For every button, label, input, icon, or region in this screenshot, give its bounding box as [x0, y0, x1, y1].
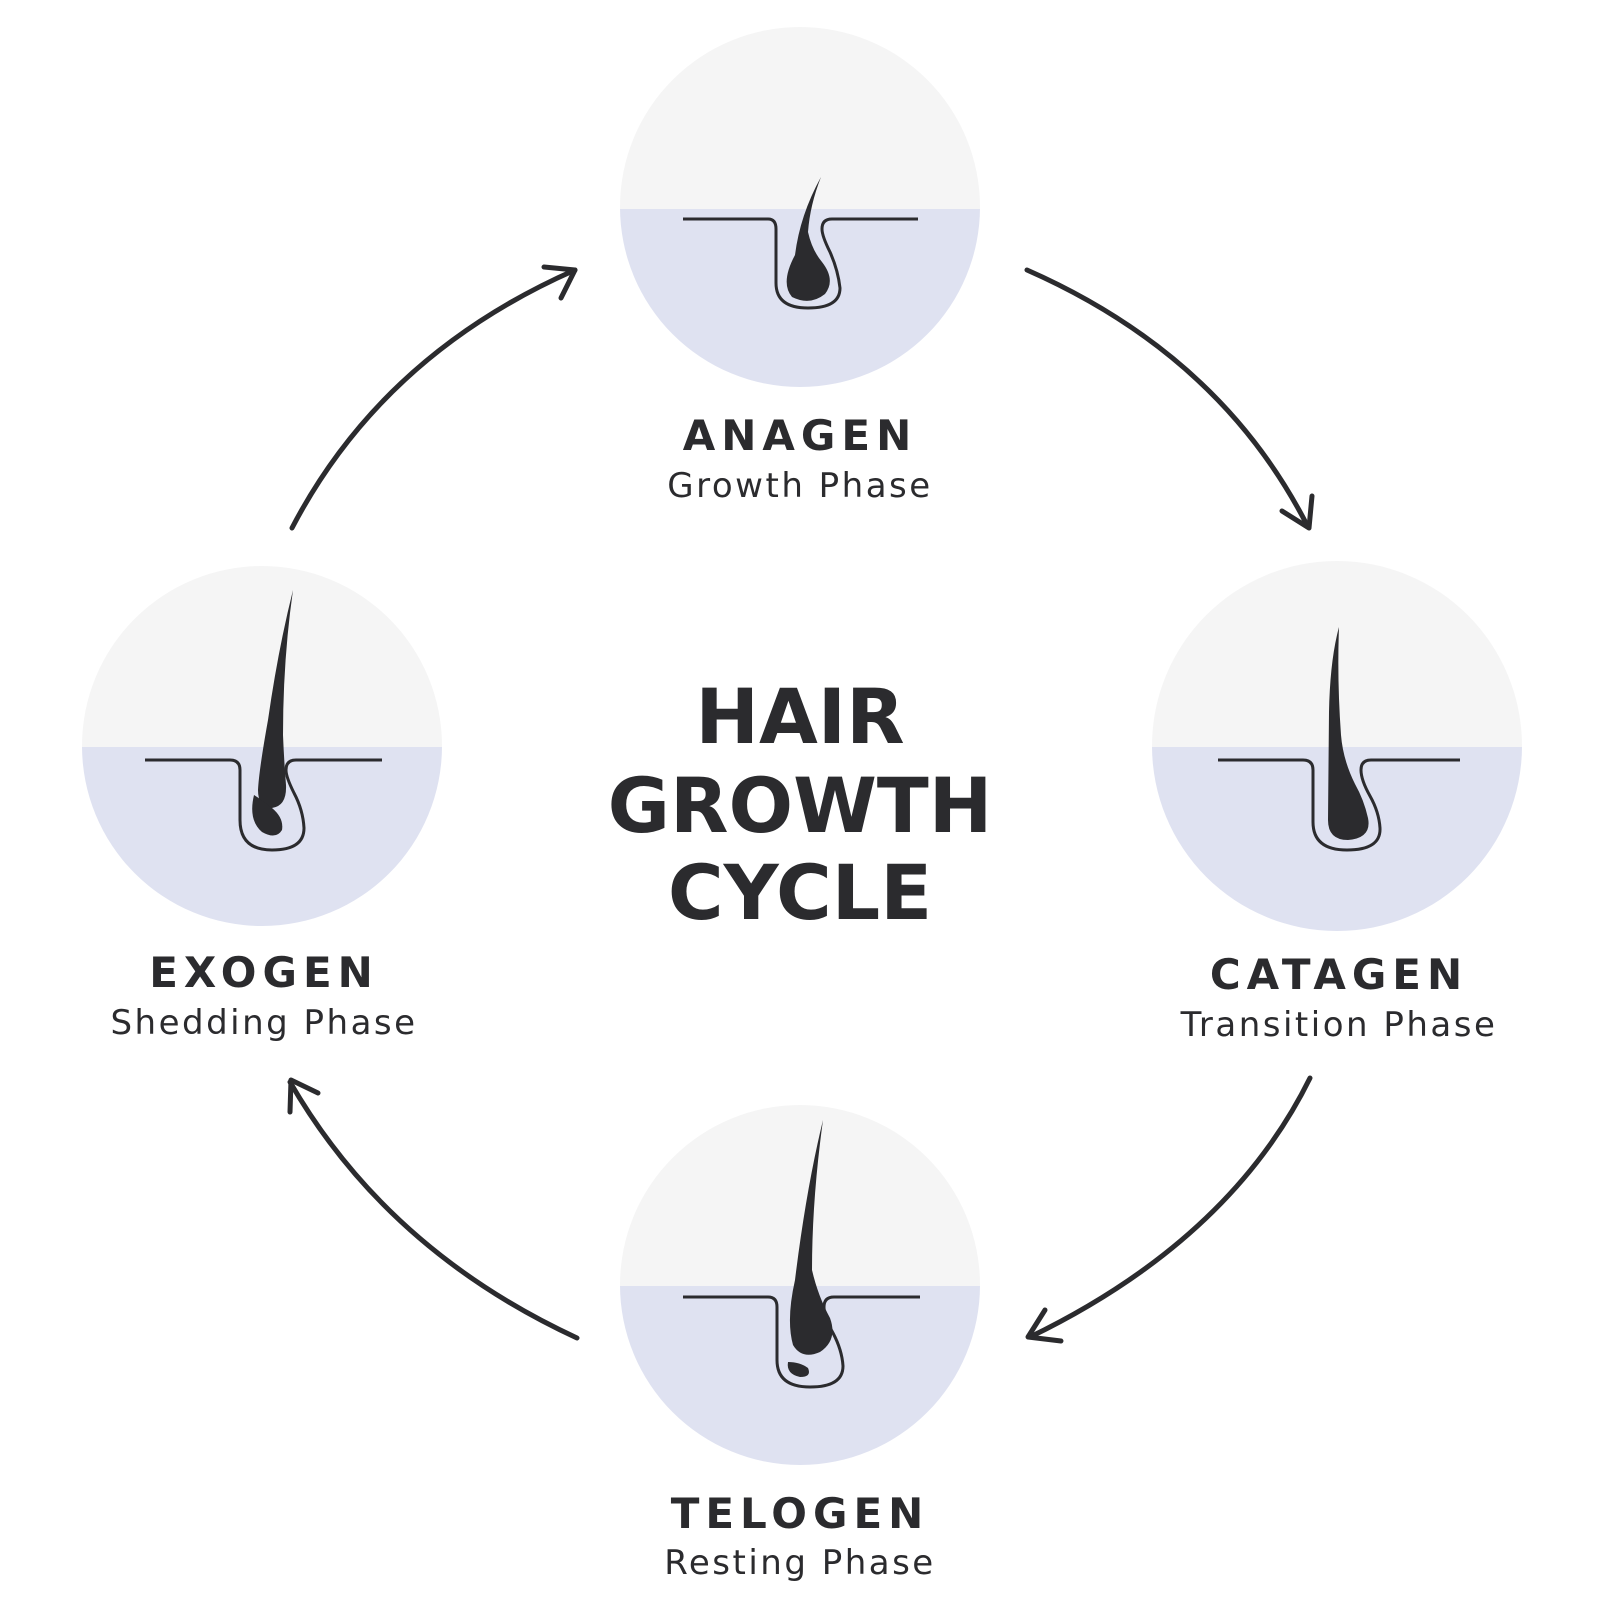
title-line-cycle: CYCLE [668, 848, 932, 937]
arrow-telogen-to-exogen [287, 1077, 580, 1341]
exogen-circle [82, 566, 442, 926]
phase-description-catagen: Transition Phase [1180, 1005, 1498, 1045]
title-line-growth: GROWTH [608, 761, 993, 850]
phase-telogen: TELOGEN Resting Phase [620, 1105, 980, 1583]
diagram-title: HAIR GROWTH CYCLE [608, 672, 993, 937]
phase-catagen: CATAGEN Transition Phase [1152, 561, 1522, 1045]
phase-description-anagen: Growth Phase [667, 466, 932, 506]
phase-description-telogen: Resting Phase [664, 1543, 935, 1583]
anagen-circle [620, 27, 980, 387]
phase-description-exogen: Shedding Phase [110, 1003, 417, 1043]
title-line-hair: HAIR [695, 672, 904, 761]
phase-name-catagen: CATAGEN [1210, 950, 1468, 999]
arrow-catagen-to-telogen [1025, 1075, 1313, 1344]
hair-follicle-anagen-icon [683, 177, 918, 310]
hair-follicle-exogen-icon [145, 590, 382, 852]
arrow-anagen-to-catagen [1024, 267, 1315, 531]
hair-follicle-telogen-icon [683, 1120, 920, 1389]
phase-anagen: ANAGEN Growth Phase [620, 27, 980, 506]
phase-exogen: EXOGEN Shedding Phase [82, 566, 442, 1043]
arrow-exogen-to-anagen [289, 264, 578, 531]
phase-name-exogen: EXOGEN [149, 948, 379, 997]
hair-follicle-catagen-icon [1218, 627, 1460, 852]
phase-name-anagen: ANAGEN [683, 411, 917, 460]
phase-name-telogen: TELOGEN [671, 1489, 930, 1538]
